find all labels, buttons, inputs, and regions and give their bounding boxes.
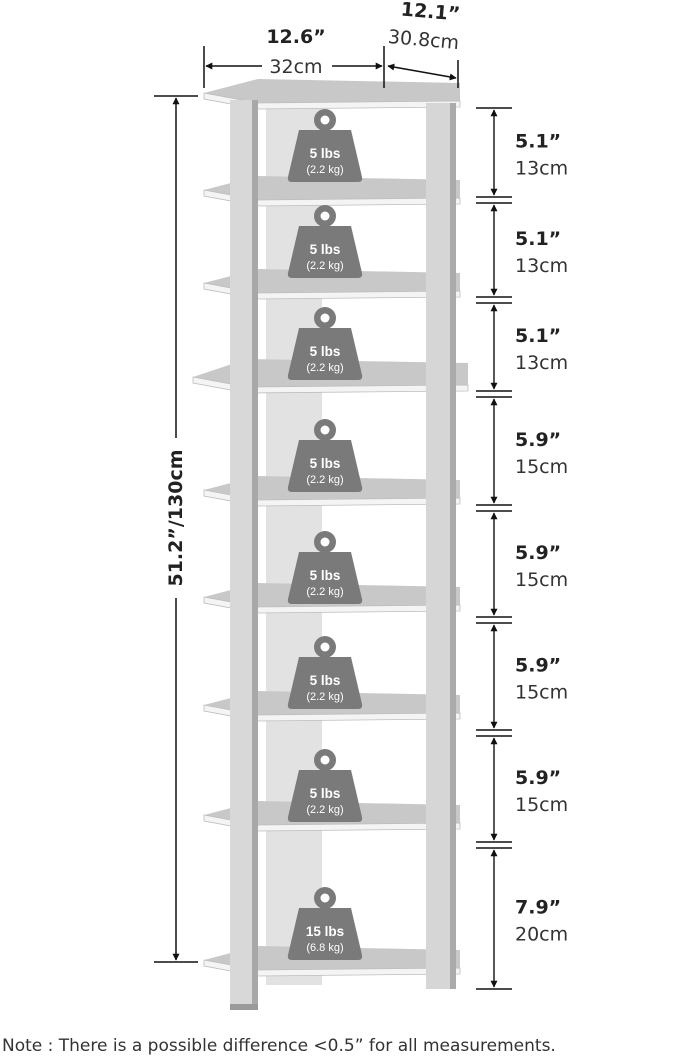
gap-metric-label: 15cm xyxy=(515,794,568,816)
shelf-top xyxy=(204,269,460,293)
weight-lbs-label: 5 lbs xyxy=(310,344,341,359)
gap-imperial-label: 5.1” xyxy=(515,131,561,153)
weight-lbs-label: 15 lbs xyxy=(306,924,344,939)
left-panel xyxy=(230,100,252,1006)
shelves xyxy=(192,79,469,977)
shelf-gap-dimension: 5.1” 13cm xyxy=(476,107,568,198)
shelf-gap-dimensions: 5.1” 13cm 5.1” 13cm 5.1” 13cm 5.9” 15cm 5.9” 15cm… xyxy=(476,107,568,990)
left-panel-foot xyxy=(230,1004,258,1010)
weight-icon: 5 lbs (2.2 kg) xyxy=(287,749,363,822)
right-panel xyxy=(426,103,450,989)
measurement-note: Note : There is a possible difference <0… xyxy=(2,1036,556,1056)
gap-imperial-label: 5.9” xyxy=(515,542,561,564)
height-dimension: 51.2”/130cm xyxy=(154,95,198,963)
gap-imperial-label: 5.1” xyxy=(515,228,561,250)
shelf-gap-dimension: 5.1” 13cm xyxy=(476,202,568,298)
weight-lbs-label: 5 lbs xyxy=(310,242,341,257)
weight-lbs-label: 5 lbs xyxy=(310,456,341,471)
gap-imperial-label: 5.9” xyxy=(515,429,561,451)
shelf-gap-dimension: 5.9” 15cm xyxy=(476,622,568,731)
weight-kg-label: (2.2 kg) xyxy=(306,362,343,374)
shelf-gap-dimension: 5.9” 15cm xyxy=(476,735,568,843)
shelf xyxy=(203,269,461,300)
right-panel-edge xyxy=(450,103,456,989)
shelf-gap-dimension: 5.9” 15cm xyxy=(476,396,568,506)
shelf-gap-dimension: 5.1” 13cm xyxy=(476,302,568,392)
weight-kg-label: (2.2 kg) xyxy=(306,691,343,703)
gap-metric-label: 20cm xyxy=(515,924,568,946)
gap-metric-label: 13cm xyxy=(515,352,568,374)
shelf-top xyxy=(204,79,460,103)
gap-metric-label: 13cm xyxy=(515,255,568,277)
weight-kg-label: (2.2 kg) xyxy=(306,260,343,272)
weight-lbs-label: 5 lbs xyxy=(310,786,341,801)
weight-kg-label: (2.2 kg) xyxy=(306,804,343,816)
weight-lbs-label: 5 lbs xyxy=(310,673,341,688)
weight-icon: 5 lbs (2.2 kg) xyxy=(287,307,363,380)
gap-imperial-label: 5.9” xyxy=(515,655,561,677)
weight-kg-label: (2.2 kg) xyxy=(306,164,343,176)
weight-lbs-label: 5 lbs xyxy=(310,568,341,583)
depth-dimension: 12.1” 30.8cm xyxy=(387,0,461,88)
width-dimension: 12.6” 32cm xyxy=(203,26,385,88)
weight-kg-label: (6.8 kg) xyxy=(306,942,343,954)
width-metric-label: 32cm xyxy=(269,56,322,78)
shelf-top xyxy=(204,176,460,200)
weight-icon: 5 lbs (2.2 kg) xyxy=(287,531,363,604)
shelf-gap-dimension: 7.9” 20cm xyxy=(476,847,568,990)
gap-imperial-label: 7.9” xyxy=(515,897,561,919)
depth-metric-label: 30.8cm xyxy=(387,26,460,54)
weight-icon: 5 lbs (2.2 kg) xyxy=(287,419,363,492)
weight-lbs-label: 5 lbs xyxy=(310,146,341,161)
gap-metric-label: 15cm xyxy=(515,569,568,591)
weight-icons: 5 lbs(2.2 kg)5 lbs(2.2 kg)5 lbs(2.2 kg)5… xyxy=(287,109,363,960)
weight-icon: 5 lbs (2.2 kg) xyxy=(287,109,363,182)
gap-metric-label: 13cm xyxy=(515,158,568,180)
width-imperial-label: 12.6” xyxy=(266,26,325,48)
weight-icon: 5 lbs (2.2 kg) xyxy=(287,636,363,709)
weight-icon: 15 lbs (6.8 kg) xyxy=(287,887,363,960)
height-label: 51.2”/130cm xyxy=(165,449,187,586)
gap-metric-label: 15cm xyxy=(515,682,568,704)
gap-metric-label: 15cm xyxy=(515,456,568,478)
gap-imperial-label: 5.9” xyxy=(515,767,561,789)
weight-icon: 5 lbs (2.2 kg) xyxy=(287,205,363,278)
gap-imperial-label: 5.1” xyxy=(515,325,561,347)
weight-kg-label: (2.2 kg) xyxy=(306,474,343,486)
weight-kg-label: (2.2 kg) xyxy=(306,586,343,598)
depth-imperial-label: 12.1” xyxy=(400,0,461,26)
left-panel-edge xyxy=(252,100,258,1006)
shelf-gap-dimension: 5.9” 15cm xyxy=(476,510,568,618)
